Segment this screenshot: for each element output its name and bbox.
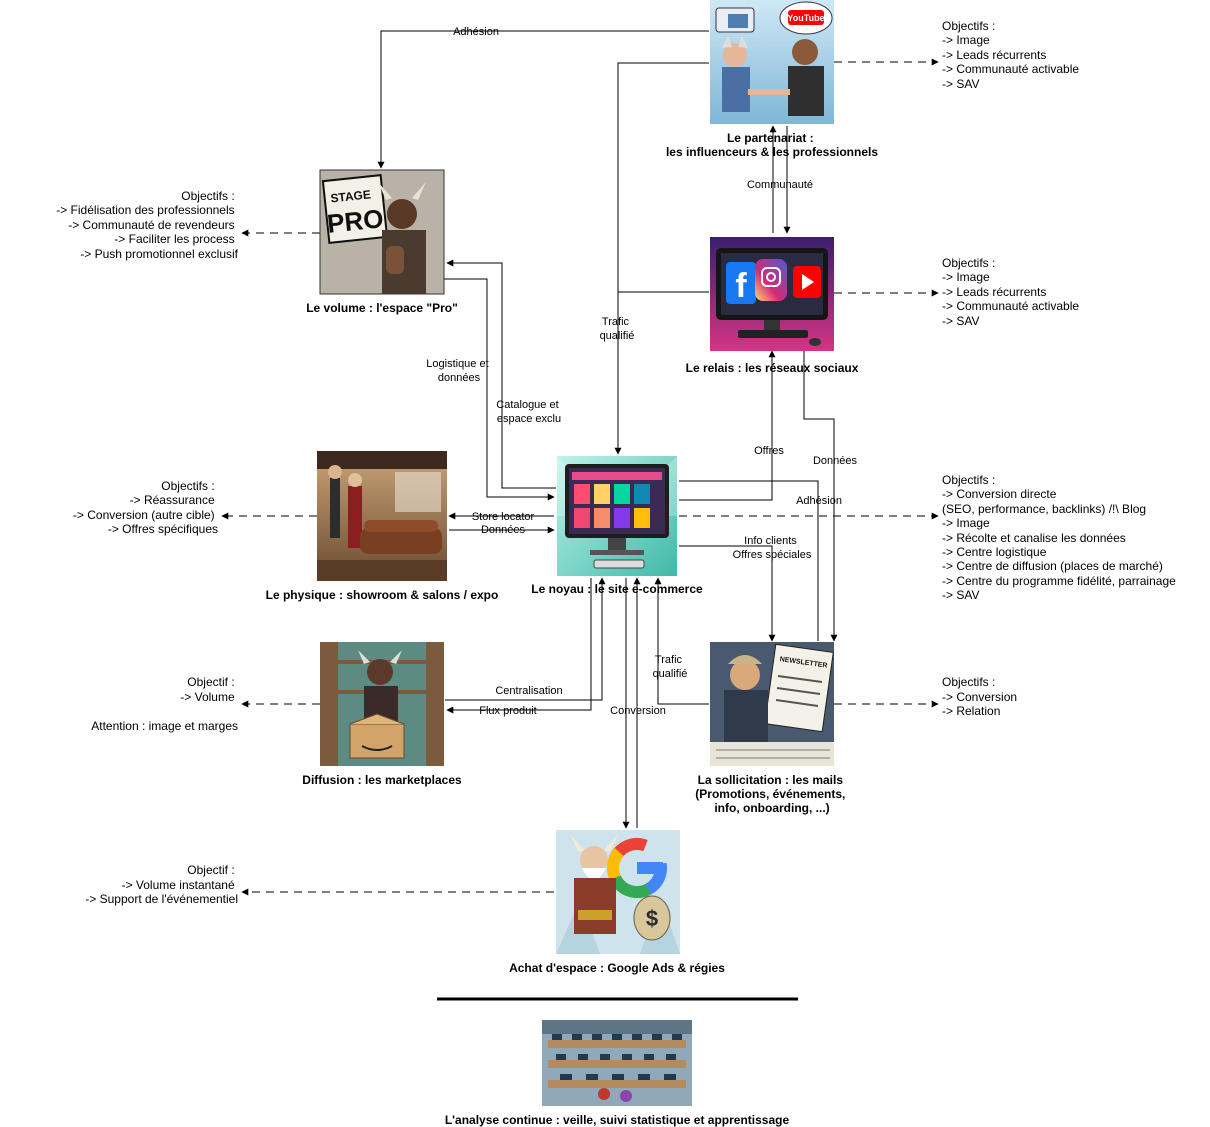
mail-illustration: NEWSLETTER	[710, 642, 834, 766]
facebook-logo-icon	[726, 262, 756, 304]
core-illustration	[557, 456, 677, 576]
edge-label-donnees-mid: Données	[481, 524, 526, 536]
label-marketplace: Diffusion : les marketplaces	[302, 773, 462, 787]
ads-illustration: $	[556, 830, 680, 954]
edge-trafic-mail-core	[654, 577, 709, 705]
edge-label-centralisation: Centralisation	[495, 685, 562, 697]
objectives-marketplace: Objectif : -> Volume Attention : image e…	[91, 675, 238, 733]
edge-label-donnees-right: Données	[813, 455, 858, 467]
youtube-text: YouTube	[787, 13, 824, 23]
objectives-social: Objectifs : -> Image -> Leads récurrents…	[942, 256, 1082, 328]
objectives-partner: Objectifs : -> Image -> Leads récurrents…	[942, 19, 1082, 91]
edge-label-communaute: Communauté	[747, 179, 813, 191]
edge-label-logistique: Logistique et données	[426, 358, 491, 384]
objectives: Objectifs : -> Image -> Leads récurrents…	[56, 19, 1179, 906]
label-physical: Le physique : showroom & salons / expo	[266, 588, 499, 602]
analysis-illustration	[542, 1020, 692, 1106]
edge-label-adhesion-right: Adhésion	[796, 495, 842, 507]
label-partner: Le partenariat : les influenceurs & les …	[666, 131, 878, 159]
edge-logistique-pro-core	[444, 278, 555, 501]
edge-infoclients-core-mail	[679, 545, 776, 642]
edge-label-info-clients: Info clients Offres spéciales	[733, 535, 812, 561]
edge-offres-core-social	[679, 350, 776, 501]
edge-label-adhesion-top: Adhésion	[453, 26, 499, 38]
edge-label-offres: Offres	[754, 445, 784, 457]
label-pro: Le volume : l'espace "Pro"	[306, 301, 458, 315]
edge-label-trafic-top: Trafic qualifié	[600, 316, 635, 342]
pro-sign-pro: PRO	[326, 203, 385, 239]
edge-label-catalogue: Catalogue et espace exclu	[496, 399, 561, 425]
physical-illustration	[317, 451, 447, 581]
social-illustration: f	[710, 237, 834, 351]
label-social: Le relais : les réseaux sociaux	[686, 361, 859, 375]
edge-adhesion-partner-pro	[377, 30, 709, 169]
edge-trafic-partner-core	[614, 62, 709, 455]
edge-label-store-locator: Store locator	[472, 511, 535, 523]
edge-donnees-social-mail	[803, 351, 838, 642]
objectives-pro: Objectifs : -> Fidélisation des professi…	[56, 189, 238, 261]
label-analysis: L'analyse continue : veille, suivi stati…	[445, 1113, 790, 1127]
marketplace-illustration	[320, 642, 444, 766]
edge-centralisation-marketplace-core	[445, 577, 606, 701]
label-mail: La sollicitation : les mails (Promotions…	[695, 773, 848, 815]
label-ads: Achat d'espace : Google Ads & régies	[509, 961, 725, 975]
pro-sign	[321, 174, 389, 244]
edge-catalogue-core-pro	[446, 259, 556, 489]
label-core: Le noyau : le site e-commerce	[531, 582, 703, 596]
edge-label-conversion: Conversion	[610, 705, 666, 717]
objectives-physical: Objectifs : -> Réassurance -> Conversion…	[73, 479, 218, 536]
edge-labels: Adhésion Communauté Trafic qualifié Logi…	[426, 26, 857, 717]
node-labels: Le partenariat : les influenceurs & les …	[266, 131, 879, 1127]
edge-label-trafic-bottom: Trafic qualifié	[653, 654, 688, 680]
youtube-badge	[788, 10, 824, 25]
edges	[221, 30, 939, 1001]
edge-fluxproduit-core-marketplace	[446, 578, 592, 714]
pro-illustration: STAGE PRO	[319, 169, 445, 295]
svg-text:$: $	[646, 906, 658, 931]
google-g-bar	[637, 862, 663, 874]
svg-text:f: f	[735, 267, 747, 305]
edge-label-flux-produit: Flux produit	[479, 705, 536, 717]
objectives-ads: Objectif : -> Volume instantané -> Suppo…	[85, 863, 238, 906]
pro-sign-stage: STAGE	[330, 187, 372, 205]
objectives-mail: Objectifs : -> Conversion -> Relation	[942, 675, 1020, 718]
objectives-core: Objectifs : -> Conversion directe (SEO, …	[942, 473, 1179, 602]
partner-illustration: YouTube	[710, 0, 834, 124]
edge-adhesion-core-mail	[679, 480, 819, 641]
